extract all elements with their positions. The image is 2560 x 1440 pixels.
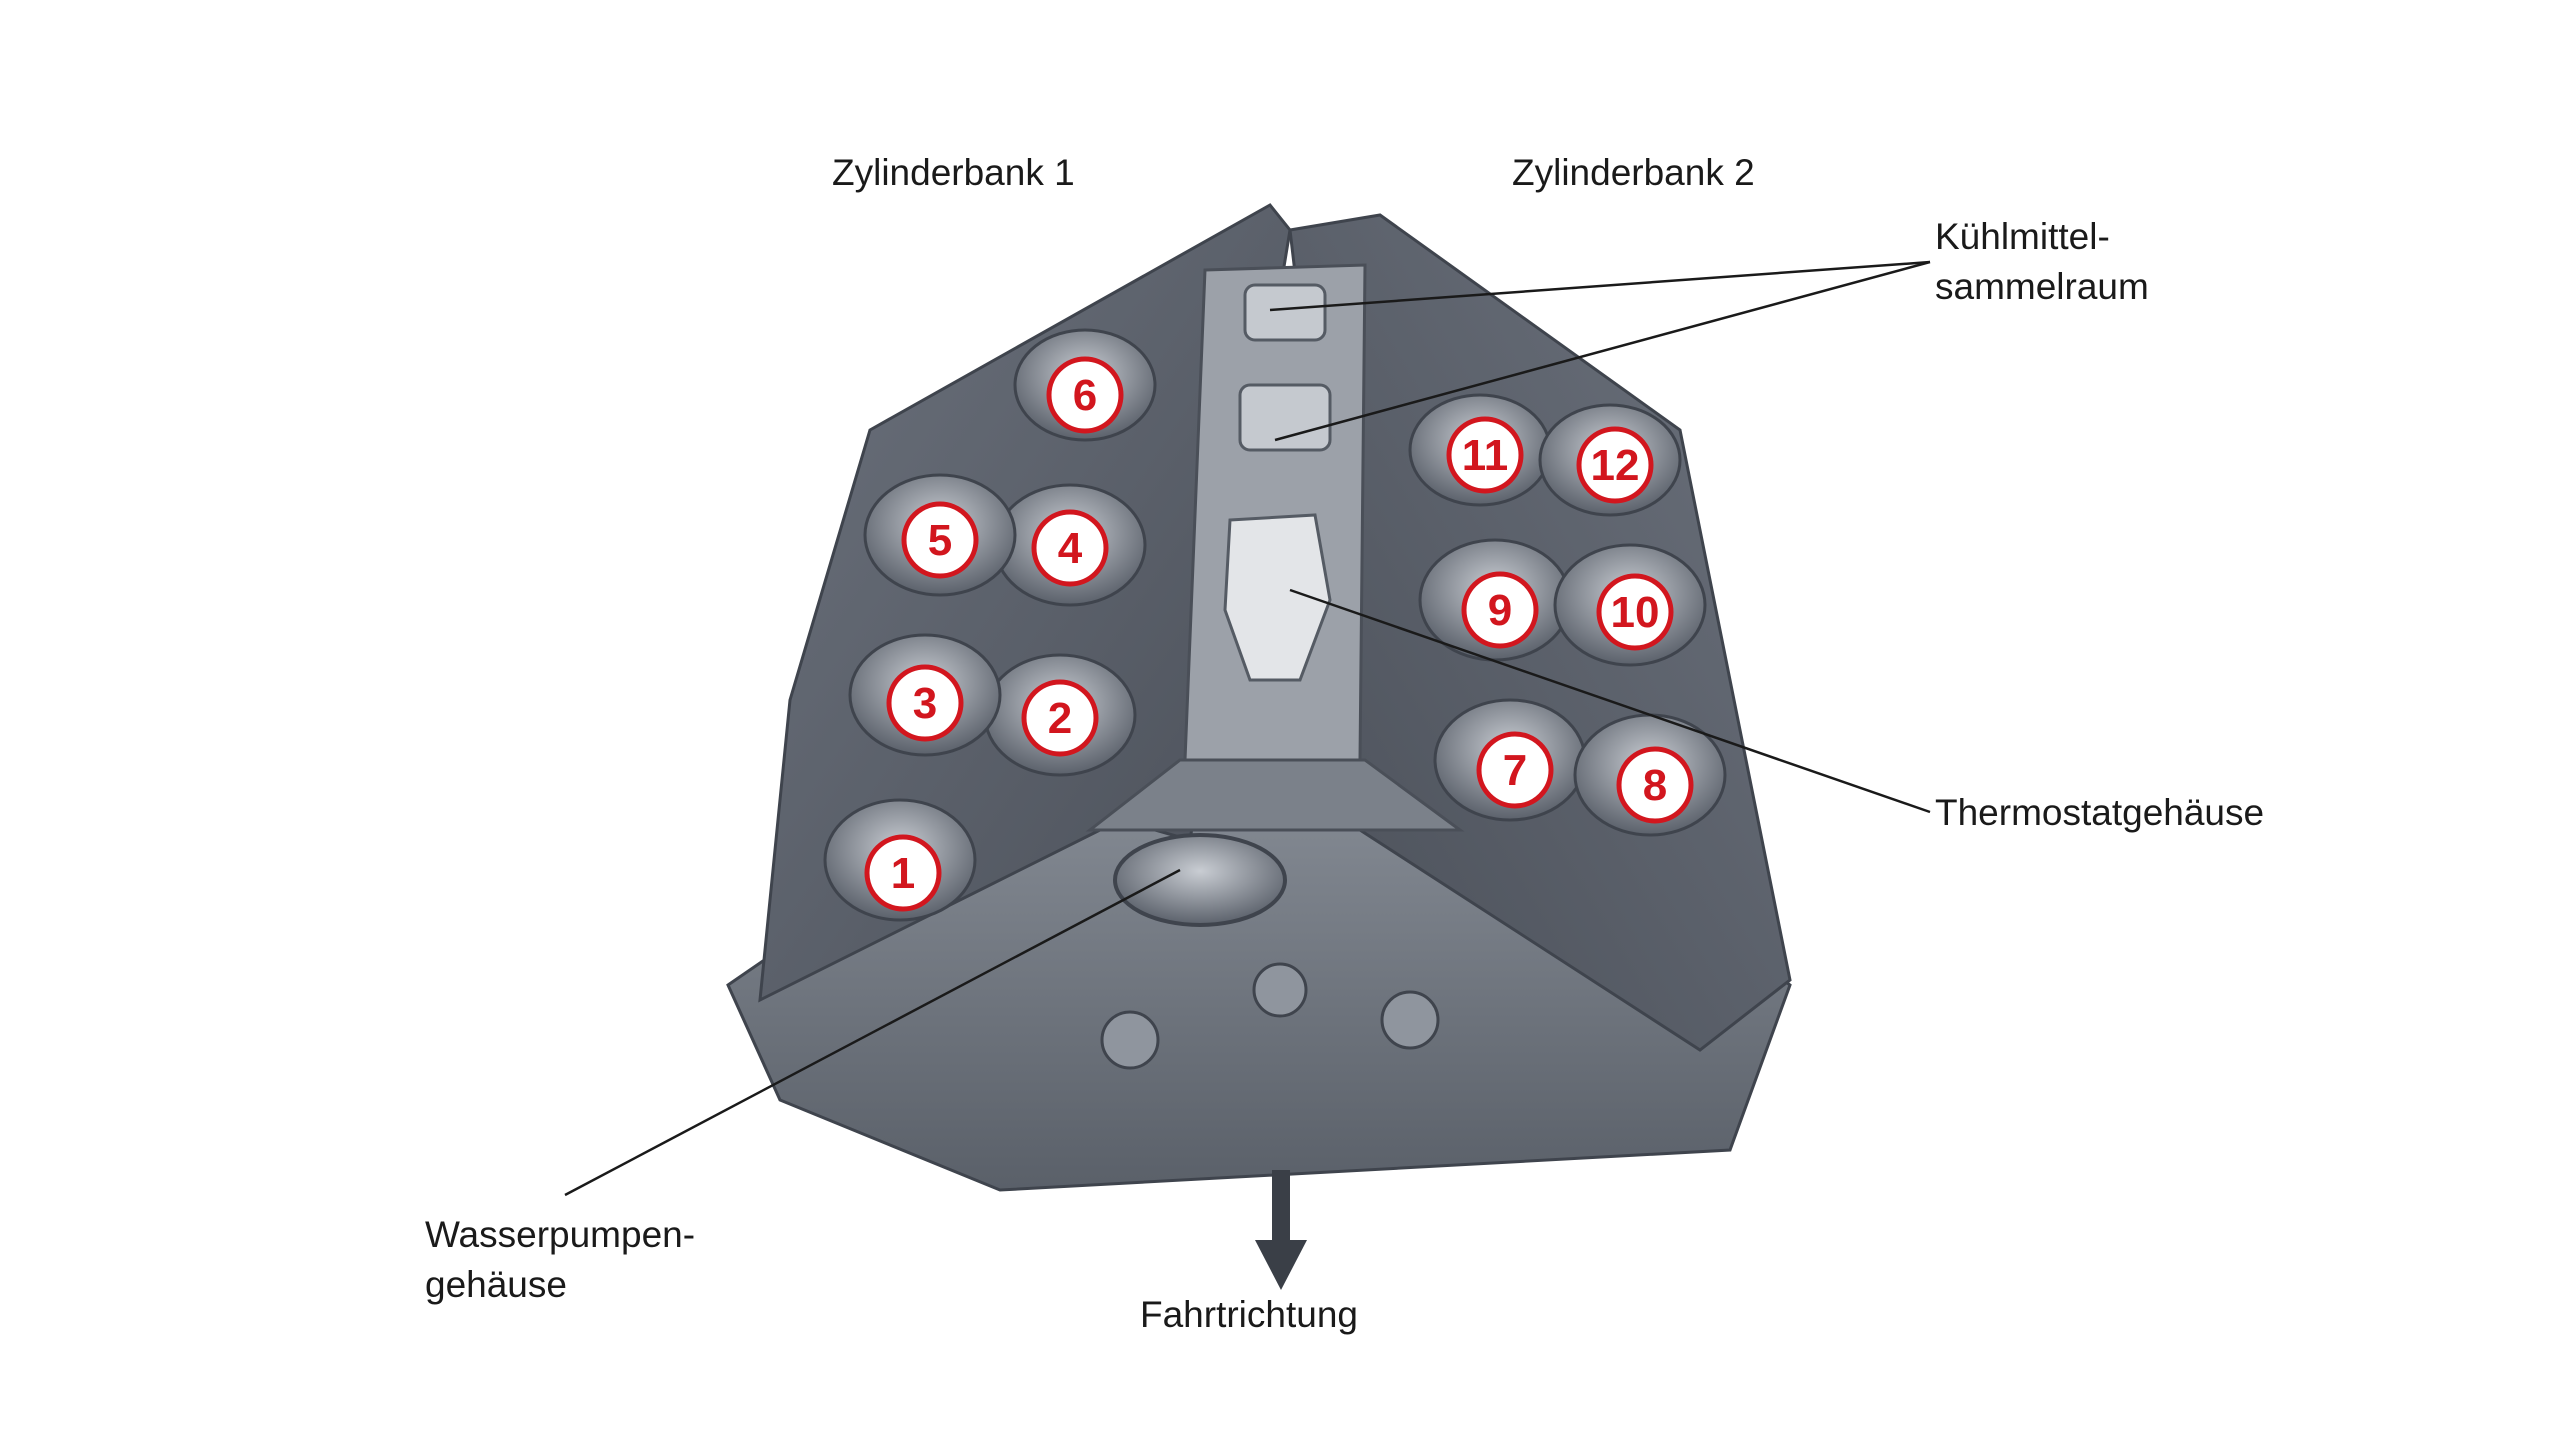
coolant-opening-2	[1238, 383, 1332, 452]
water-pump-housing-shape	[1113, 833, 1287, 927]
cylinder-marker-circle	[1576, 426, 1654, 504]
cylinder-marker-5: 5	[901, 501, 979, 579]
thermostat-housing-label: Thermostatgehäuse	[1935, 792, 2265, 833]
coolant-collector-label: Kühlmittel- sammelraum	[1935, 212, 2149, 312]
cylinder-number-11: 11	[1462, 431, 1509, 480]
cylinder-marker-11: 11	[1446, 416, 1524, 494]
coolant-opening-1	[1243, 283, 1327, 342]
cylinder-number-1: 1	[891, 849, 915, 898]
thermostat-housing-shape	[1223, 513, 1332, 682]
cylinder-number-10: 10	[1611, 588, 1660, 637]
cylinder-marker-9: 9	[1461, 571, 1539, 649]
cylinder-number-8: 8	[1643, 761, 1667, 810]
cylinder-marker-10: 10	[1596, 573, 1674, 651]
cylinder-number-4: 4	[1058, 524, 1083, 573]
cylinder-bank-1-label: Zylinderbank 1	[832, 152, 1075, 193]
leader-water-pump	[564, 868, 1181, 1197]
cylinder-marker-3: 3	[886, 664, 964, 742]
cylinder-marker-6: 6	[1046, 356, 1124, 434]
cylinder-marker-circle	[1616, 746, 1694, 824]
leader-lines	[564, 260, 1931, 1197]
arrow-down-icon	[1255, 1170, 1307, 1290]
pump-label-line1: Wasserpumpen-	[425, 1214, 696, 1255]
cylinder-number-6: 6	[1073, 371, 1097, 420]
cylinder-marker-12: 12	[1576, 426, 1654, 504]
cylinder-number-5: 5	[928, 516, 952, 565]
cylinder-number-9: 9	[1488, 586, 1512, 635]
cylinder-number-2: 2	[1048, 694, 1072, 743]
cylinder-marker-circle	[1461, 571, 1539, 649]
leader-coolant-2	[1274, 260, 1931, 442]
pump-label-line2: gehäuse	[425, 1264, 567, 1305]
cylinder-marker-circle	[1031, 509, 1109, 587]
front-boss-3	[1380, 990, 1440, 1050]
cylinder-marker-1: 1	[864, 834, 942, 912]
cylinder-marker-circle	[1046, 356, 1124, 434]
coolant-label-line2: sammelraum	[1935, 266, 2149, 307]
cylinder-number-3: 3	[913, 679, 937, 728]
cylinder-marker-circle	[864, 834, 942, 912]
cylinder-marker-2: 2	[1021, 679, 1099, 757]
cylinder-marker-circle	[1446, 416, 1524, 494]
cylinder-marker-7: 7	[1476, 731, 1554, 809]
cylinder-bank-2-label: Zylinderbank 2	[1512, 152, 1755, 193]
cylinder-number-7: 7	[1503, 746, 1527, 795]
driving-direction-label: Fahrtrichtung	[1140, 1294, 1358, 1335]
cylinder-marker-4: 4	[1031, 509, 1109, 587]
cylinder-marker-circle	[1596, 573, 1674, 651]
leader-coolant-1	[1269, 260, 1931, 312]
cylinder-marker-circle	[1476, 731, 1554, 809]
cylinder-marker-8: 8	[1616, 746, 1694, 824]
cylinder-marker-circle	[901, 501, 979, 579]
front-boss-2	[1252, 962, 1308, 1018]
cylinder-marker-circle	[886, 664, 964, 742]
valley-front	[1085, 758, 1465, 832]
leader-thermostat	[1289, 588, 1931, 814]
coolant-label-line1: Kühlmittel-	[1935, 216, 2110, 257]
cylinder-number-12: 12	[1591, 441, 1640, 490]
front-boss-1	[1100, 1010, 1160, 1070]
water-pump-housing-label: Wasserpumpen- gehäuse	[425, 1210, 695, 1310]
cylinder-marker-circle	[1021, 679, 1099, 757]
